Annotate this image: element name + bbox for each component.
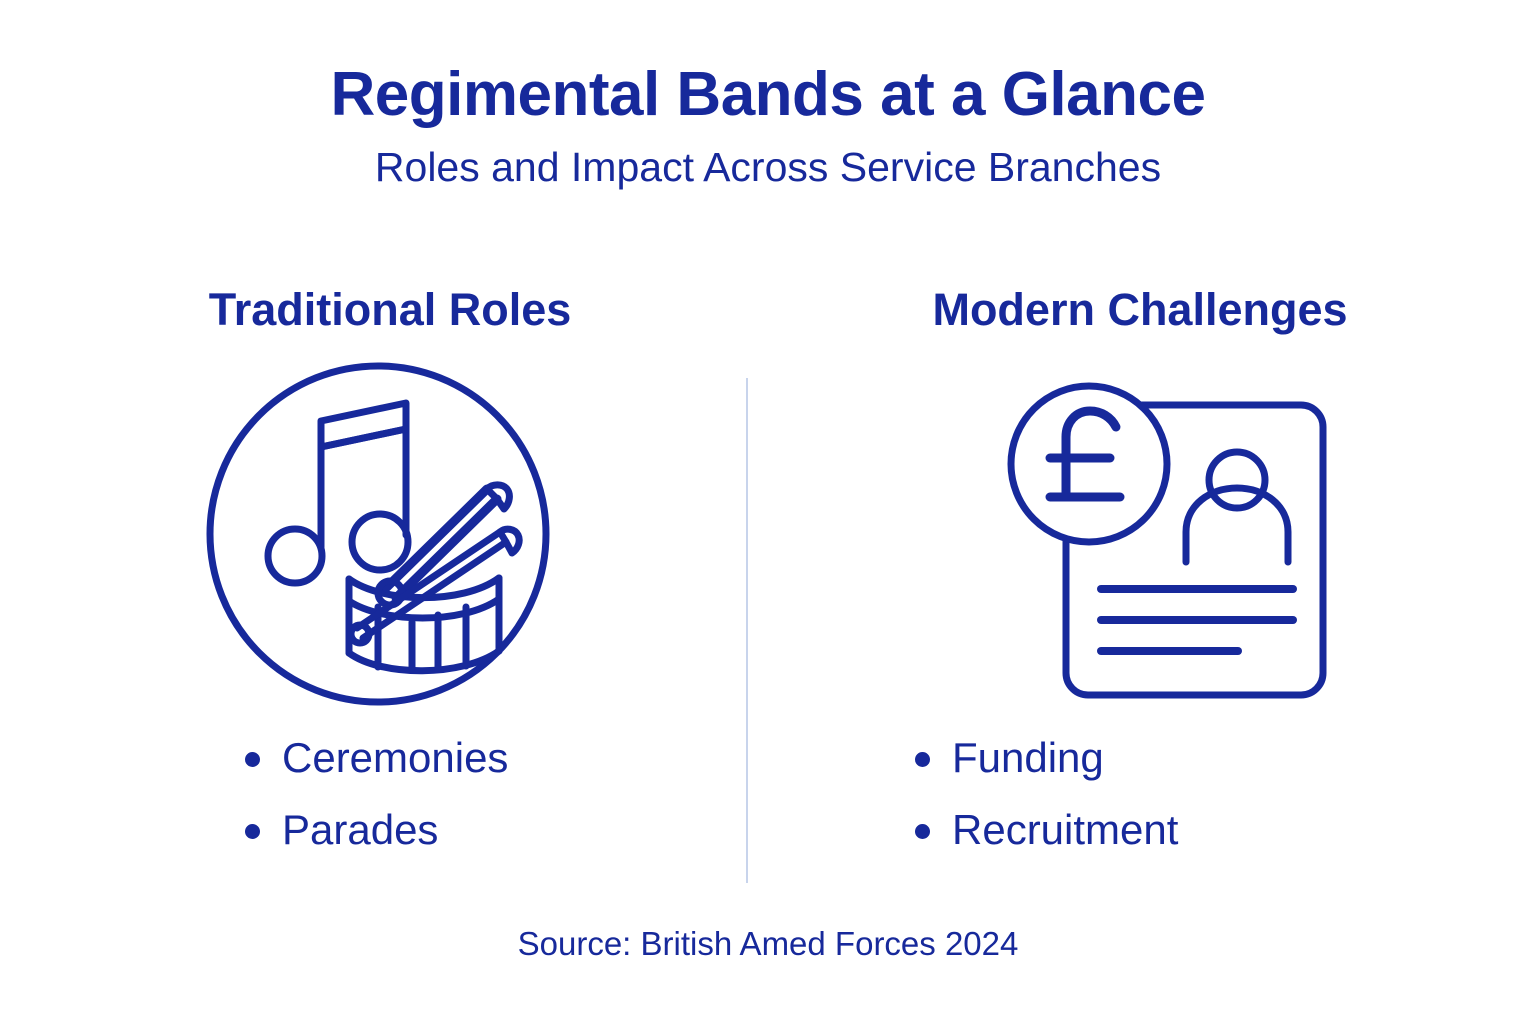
music-note-drum-circle-icon xyxy=(206,362,550,705)
bullet-label: Parades xyxy=(282,805,439,853)
bullet-dot-icon xyxy=(915,824,930,839)
bullet-label: Ceremonies xyxy=(282,733,509,781)
source-caption: Source: British Amed Forces 2024 xyxy=(517,925,1019,962)
bullet-dot-icon xyxy=(915,752,930,767)
column-traditional-roles: Traditional Roles xyxy=(40,285,740,881)
bullet-list-modern: Funding Recruitment xyxy=(915,733,1490,853)
bullet-dot-icon xyxy=(245,752,260,767)
bullet-list-traditional: Ceremonies Parades xyxy=(245,733,740,853)
list-item: Parades xyxy=(245,805,740,853)
list-item: Recruitment xyxy=(915,805,1490,853)
column-divider xyxy=(746,378,748,883)
funding-recruitment-document-icon xyxy=(1007,382,1327,698)
bullet-label: Recruitment xyxy=(952,805,1179,853)
page-subtitle: Roles and Impact Across Service Branches xyxy=(374,144,1162,191)
list-item: Funding xyxy=(915,733,1490,781)
icon-wrap-modern xyxy=(790,357,1490,707)
bullet-label: Funding xyxy=(952,733,1104,781)
page-title: Regimental Bands at a Glance xyxy=(330,60,1206,129)
list-item: Ceremonies xyxy=(245,733,740,781)
column-heading-modern: Modern Challenges xyxy=(932,284,1348,335)
column-heading-traditional: Traditional Roles xyxy=(208,284,572,335)
bullet-dot-icon xyxy=(245,824,260,839)
columns-container: Traditional Roles xyxy=(0,285,1536,905)
icon-wrap-traditional xyxy=(40,357,740,707)
header: Regimental Bands at a Glance Roles and I… xyxy=(0,62,1536,190)
column-modern-challenges: Modern Challenges xyxy=(790,285,1490,881)
